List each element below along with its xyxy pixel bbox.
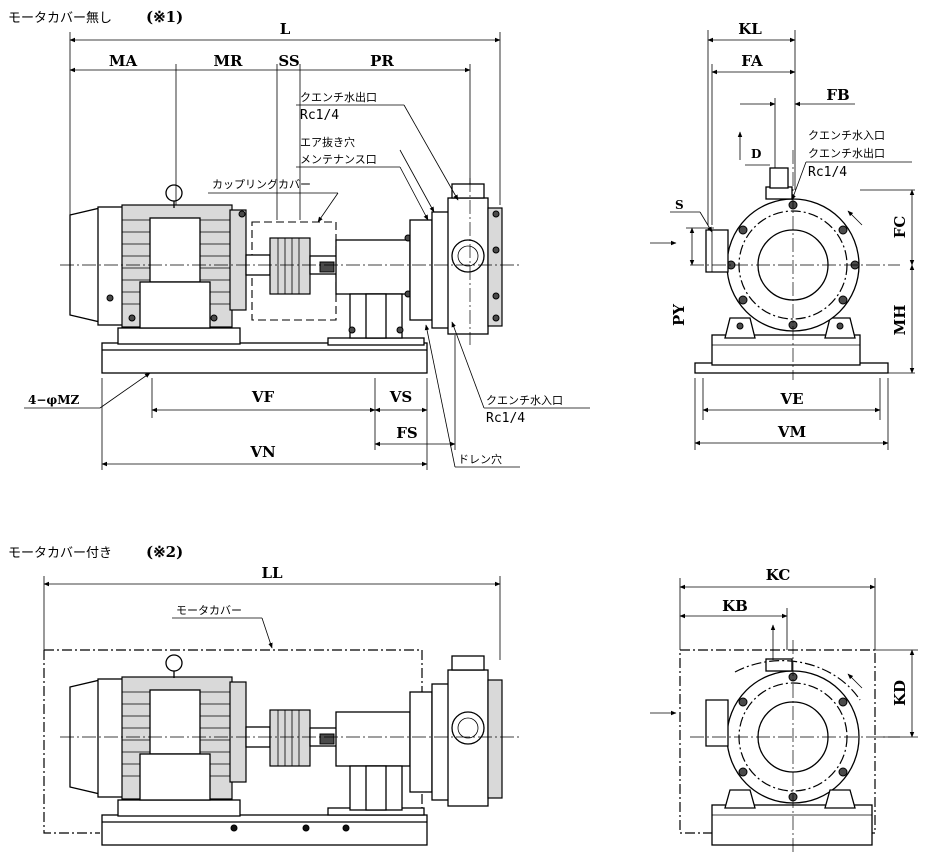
svg-text:クエンチ水入口: クエンチ水入口	[486, 394, 563, 407]
svg-text:メンテナンス口: メンテナンス口	[300, 153, 377, 166]
dim-KB: KB	[722, 597, 748, 615]
svg-text:Rc1/4: Rc1/4	[486, 411, 525, 426]
note-air-vent: エア抜き穴 メンテナンス口	[296, 135, 435, 221]
dim-KL: KL	[738, 20, 762, 38]
note-quench-right: クエンチ水入口 クエンチ水出口 Rc1/4	[791, 129, 912, 201]
bearing-frame-no-cover	[335, 234, 412, 339]
pump-casing-no-cover	[409, 183, 503, 335]
side-view-no-cover: L MA MR SS PR	[24, 20, 590, 470]
dim-SS: SS	[278, 52, 299, 70]
dim-FB: FB	[826, 86, 849, 104]
dim-VM: VM	[777, 423, 806, 441]
motor-with-cover	[69, 654, 247, 801]
end-view-no-cover: KL FA FB D	[650, 20, 915, 450]
end-view-with-cover: KC KB KD	[650, 566, 918, 852]
title-no-cover-text: モータカバー無し	[8, 11, 112, 26]
note-quench-in-top: クエンチ水入口 Rc1/4	[451, 321, 590, 426]
dim-MR: MR	[213, 52, 243, 70]
motor-no-cover	[69, 184, 247, 329]
svg-text:Rc1/4: Rc1/4	[808, 165, 847, 180]
dim-VS: VS	[389, 388, 412, 406]
dim-D: D	[751, 147, 761, 161]
svg-text:Rc1/4: Rc1/4	[300, 108, 339, 123]
svg-text:モータカバー: モータカバー	[176, 604, 242, 617]
title-no-cover-note: (※1)	[146, 8, 183, 26]
dim-FS: FS	[396, 424, 417, 442]
dim-L: L	[280, 20, 291, 38]
note-motor-cover: モータカバー	[172, 604, 273, 649]
dim-KD: KD	[891, 680, 909, 706]
svg-text:クエンチ水入口: クエンチ水入口	[808, 129, 885, 142]
dim-KC: KC	[766, 566, 791, 584]
side-view-with-cover: LL	[43, 564, 520, 846]
dim-LL: LL	[261, 564, 283, 582]
title-no-cover: モータカバー無し (※1)	[8, 8, 183, 26]
coupling-no-cover	[245, 221, 341, 321]
svg-text:クエンチ水出口: クエンチ水出口	[808, 146, 885, 160]
title-with-cover: モータカバー付き (※2)	[8, 543, 183, 561]
title-with-cover-note: (※2)	[146, 543, 183, 561]
note-drain: ドレン穴	[424, 324, 520, 468]
dim-S: S	[675, 198, 684, 212]
dim-MZ: 4−φMZ	[28, 393, 80, 407]
svg-text:エア抜き穴: エア抜き穴	[300, 135, 355, 149]
note-quench-out-top: クエンチ水出口 Rc1/4	[296, 90, 459, 201]
dim-VN: VN	[249, 443, 276, 461]
svg-text:ドレン穴: ドレン穴	[458, 452, 502, 466]
dim-PR: PR	[370, 52, 394, 70]
svg-text:クエンチ水出口: クエンチ水出口	[300, 90, 377, 104]
dim-VF: VF	[251, 388, 275, 406]
dim-FC: FC	[891, 216, 909, 239]
dim-MA: MA	[109, 52, 138, 70]
title-with-cover-text: モータカバー付き	[8, 546, 112, 561]
svg-text:カップリングカバー: カップリングカバー	[212, 177, 311, 191]
dim-FA: FA	[741, 52, 763, 70]
dim-VE: VE	[779, 390, 803, 408]
dim-MH: MH	[891, 305, 909, 336]
dim-PY: PY	[670, 304, 688, 326]
note-coupling-cover: カップリングカバー	[208, 177, 339, 223]
